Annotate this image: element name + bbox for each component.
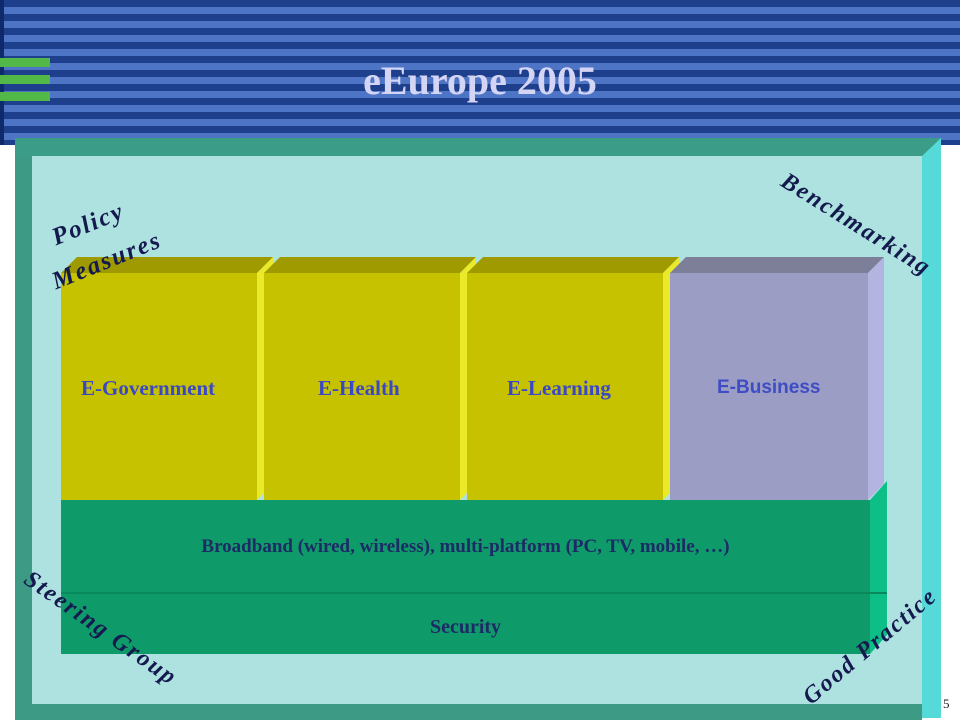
green-bar xyxy=(0,92,50,101)
security-layer-label: Security xyxy=(429,616,502,638)
page-number: 5 xyxy=(943,696,950,711)
column-label: E-Business xyxy=(717,377,821,398)
column-e-health: E-Health xyxy=(264,273,460,500)
column-label: E-Government xyxy=(81,376,216,400)
frame-top-edge xyxy=(15,138,941,156)
layer-divider xyxy=(61,592,887,594)
broadband-layer-label: Broadband (wired, wireless), multi-platf… xyxy=(201,536,730,557)
column-label: E-Learning xyxy=(507,376,611,400)
column-top xyxy=(61,257,273,273)
column-top xyxy=(670,257,884,273)
column-side xyxy=(868,257,884,500)
column-e-government: E-Government xyxy=(61,273,257,500)
slide-title: eEurope 2005 xyxy=(363,58,597,103)
column-top xyxy=(264,257,476,273)
column-face xyxy=(264,273,460,500)
header-band xyxy=(0,0,960,145)
infrastructure-slab xyxy=(61,500,870,654)
column-e-business: E-Business xyxy=(670,273,868,500)
header-edge xyxy=(0,0,4,145)
green-bars-logo xyxy=(0,58,50,109)
frame-bottom-edge xyxy=(15,704,922,720)
column-top xyxy=(467,257,679,273)
frame-right-edge xyxy=(922,138,941,718)
green-bar xyxy=(0,75,50,84)
column-face xyxy=(61,273,257,500)
frame-left-edge xyxy=(15,156,32,704)
column-label: E-Health xyxy=(318,376,400,400)
column-face xyxy=(670,273,868,500)
infrastructure-slab-side xyxy=(870,481,887,654)
column-face xyxy=(467,273,663,500)
green-bar xyxy=(0,58,50,67)
column-e-learning: E-Learning xyxy=(467,273,663,500)
